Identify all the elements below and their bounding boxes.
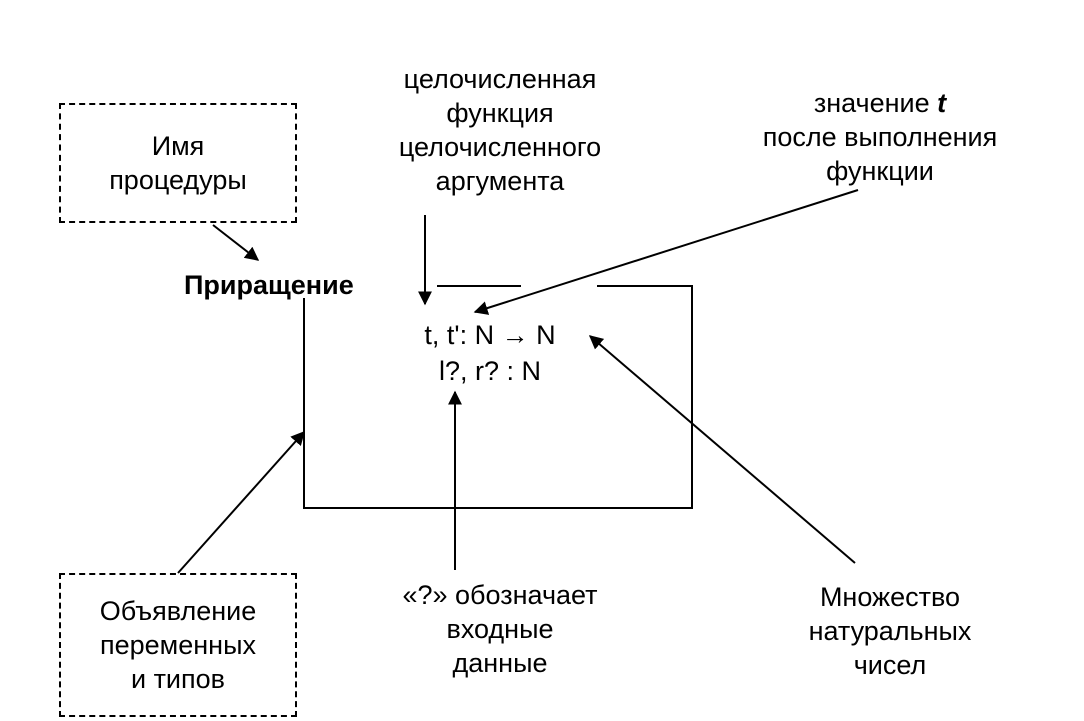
schema-name: Приращение	[184, 270, 354, 300]
integer-function-note: целочисленная функция целочисленного арг…	[398, 64, 602, 196]
procedure-name-box-label: Имя процедуры	[109, 131, 247, 195]
t-after-note: значение t после выполнения функции	[730, 86, 1030, 188]
naturals-note: Множество натуральных чисел	[808, 582, 972, 680]
procedure-name-box: Имя процедуры	[59, 103, 297, 223]
t-after-note-prefix: значение	[813, 88, 938, 118]
declaration-box: Объявление переменных и типов	[59, 573, 297, 717]
schema-declaration-line2: l?, r? : N	[438, 356, 542, 386]
t-after-note-rest: после выполнения функции	[762, 122, 998, 186]
input-note: «?» обозначает входные данные	[402, 580, 598, 678]
arrow-decl	[177, 430, 305, 574]
schema-declaration-line1: t, t': N → N	[424, 320, 556, 350]
arrow-procname	[212, 224, 260, 261]
declaration-box-label: Объявление переменных и типов	[99, 596, 257, 694]
arrow-tafter	[473, 189, 859, 315]
t-after-note-var: t	[937, 88, 947, 118]
arrow-naturals	[588, 335, 856, 564]
